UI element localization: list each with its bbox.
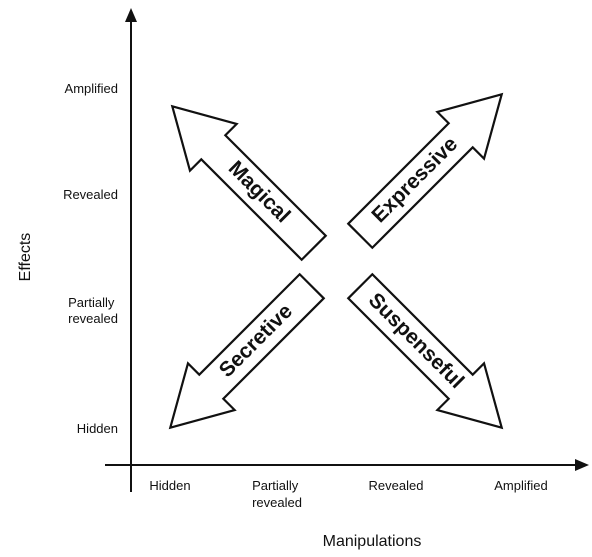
arrow-secretive: Secretive (168, 272, 326, 430)
arrow-suspenseful: Suspenseful (346, 272, 504, 430)
y-tick-labels: Amplified Revealed Partially revealed Hi… (63, 81, 118, 436)
y-tick-label-partially-revealed: Partially revealed (68, 295, 118, 326)
arrow-suspenseful-shape (346, 272, 504, 430)
arrow-magical-shape (170, 104, 328, 262)
arrow-expressive-shape (346, 92, 504, 250)
arrow-expressive-label: Expressive (367, 133, 462, 228)
x-tick-label-revealed: Revealed (369, 478, 424, 493)
x-axis-arrowhead (575, 459, 589, 471)
arrow-suspenseful-label: Suspenseful (364, 288, 469, 393)
y-axis-arrowhead (125, 8, 137, 22)
x-tick-label-hidden: Hidden (149, 478, 190, 493)
y-tick-label-revealed: Revealed (63, 187, 118, 202)
arrow-magical: Magical (170, 104, 328, 262)
x-tick-label-partially-revealed: Partially revealed (252, 478, 302, 510)
y-tick-label-amplified: Amplified (65, 81, 118, 96)
x-tick-labels: Hidden Partially revealed Revealed Ampli… (149, 478, 547, 510)
arrow-expressive: Expressive (346, 92, 504, 250)
arrow-secretive-label: Secretive (215, 300, 297, 382)
y-axis-title: Effects (17, 233, 34, 282)
y-tick-label-hidden: Hidden (77, 421, 118, 436)
axes (105, 8, 589, 492)
x-axis-title: Manipulations (323, 533, 422, 550)
x-tick-label-amplified: Amplified (494, 478, 547, 493)
arrow-secretive-shape (168, 272, 326, 430)
